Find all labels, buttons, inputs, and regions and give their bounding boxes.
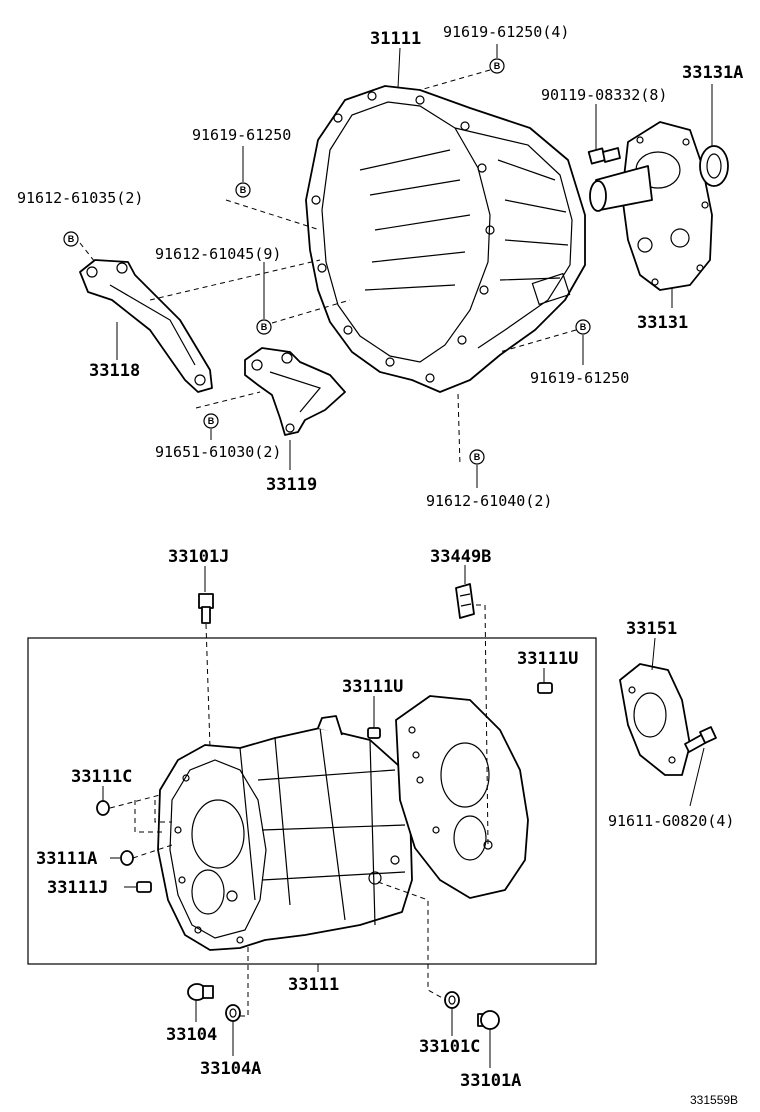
- label-91651-61030-2: 91651-61030(2): [155, 443, 281, 461]
- label-33104A: 33104A: [200, 1059, 261, 1079]
- oil-seal-33131A: [699, 145, 729, 187]
- label-91619-61250-4: 91619-61250(4): [443, 23, 569, 41]
- label-33111U-right: 33111U: [517, 649, 578, 669]
- label-91612-61040-2: 91612-61040(2): [426, 492, 552, 510]
- pin-33111J: [136, 881, 152, 893]
- label-33449B: 33449B: [430, 547, 491, 567]
- bolt-90119-08332: [587, 147, 621, 165]
- svg-text:B: B: [208, 416, 215, 426]
- upper-leader-lines: [79, 44, 713, 488]
- label-33131A: 33131A: [682, 63, 743, 83]
- label-33111U-mid: 33111U: [342, 677, 403, 697]
- bracket-33118: [79, 259, 213, 393]
- pin-33111U-right: [537, 682, 553, 694]
- clip-33449B: [455, 583, 475, 619]
- rear-retainer-33151: [619, 663, 691, 776]
- bolt-symbol-marker: B: [256, 319, 272, 335]
- svg-text:B: B: [240, 185, 247, 195]
- bolt-symbol-marker: B: [469, 449, 485, 465]
- upper-callout-labels: 31111 91619-61250(4) 33131A 90119-08332(…: [17, 23, 743, 510]
- label-31111-top: 31111: [370, 29, 421, 49]
- lower-callout-labels: 33101J 33449B 33151 33111U 33111U 33111C…: [36, 547, 734, 1091]
- gasket-33104A: [225, 1004, 241, 1022]
- label-33111-bottom: 33111: [288, 975, 339, 995]
- plug-33101A: [477, 1010, 500, 1030]
- svg-text:B: B: [68, 234, 75, 244]
- plug-33104: [187, 983, 214, 1001]
- label-91612-61045-9: 91612-61045(9): [155, 245, 281, 263]
- label-33131: 33131: [637, 313, 688, 333]
- label-33111J: 33111J: [47, 878, 108, 898]
- figure-code: 331559B: [690, 1093, 738, 1107]
- plug-33111C: [96, 800, 110, 816]
- svg-text:B: B: [261, 322, 268, 332]
- label-33101C: 33101C: [419, 1037, 480, 1057]
- bolt-symbol-markers: B B B B B B B: [63, 58, 591, 465]
- label-33101J: 33101J: [168, 547, 229, 567]
- breather-33101J: [198, 593, 214, 624]
- label-33111C: 33111C: [71, 767, 132, 787]
- pin-33111U-mid: [367, 727, 381, 739]
- lower-leader-lines: [102, 565, 705, 1068]
- svg-text:B: B: [580, 322, 587, 332]
- label-90119-08332-8: 90119-08332(8): [541, 86, 667, 104]
- label-33101A: 33101A: [460, 1071, 521, 1091]
- label-33111A: 33111A: [36, 849, 97, 869]
- bracket-33119: [244, 347, 346, 436]
- clutch-housing: [305, 85, 586, 393]
- svg-text:B: B: [494, 61, 501, 71]
- bolt-symbol-marker: B: [203, 413, 219, 429]
- label-33119: 33119: [266, 475, 317, 495]
- svg-text:B: B: [474, 452, 481, 462]
- bolt-symbol-marker: B: [489, 58, 505, 74]
- bolt-symbol-marker: B: [63, 231, 79, 247]
- gasket-33101C: [444, 991, 460, 1009]
- label-91611-G0820-4: 91611-G0820(4): [608, 812, 734, 830]
- bolt-91611-G0820: [684, 726, 717, 753]
- label-33104: 33104: [166, 1025, 217, 1045]
- transmission-case: [157, 715, 413, 951]
- small-parts: [96, 583, 553, 1030]
- label-91619-61250-b: 91619-61250: [530, 369, 629, 387]
- label-91612-61035-2: 91612-61035(2): [17, 189, 143, 207]
- intermediate-plate: [395, 695, 529, 899]
- bearing-retainer-33131: [589, 121, 713, 291]
- case-group-frame: [27, 637, 597, 965]
- label-33118: 33118: [89, 361, 140, 381]
- plug-33111A: [120, 850, 134, 866]
- label-91619-61250-a: 91619-61250: [192, 126, 291, 144]
- bolt-symbol-marker: B: [575, 319, 591, 335]
- bolt-symbol-marker: B: [235, 182, 251, 198]
- label-33151: 33151: [626, 619, 677, 639]
